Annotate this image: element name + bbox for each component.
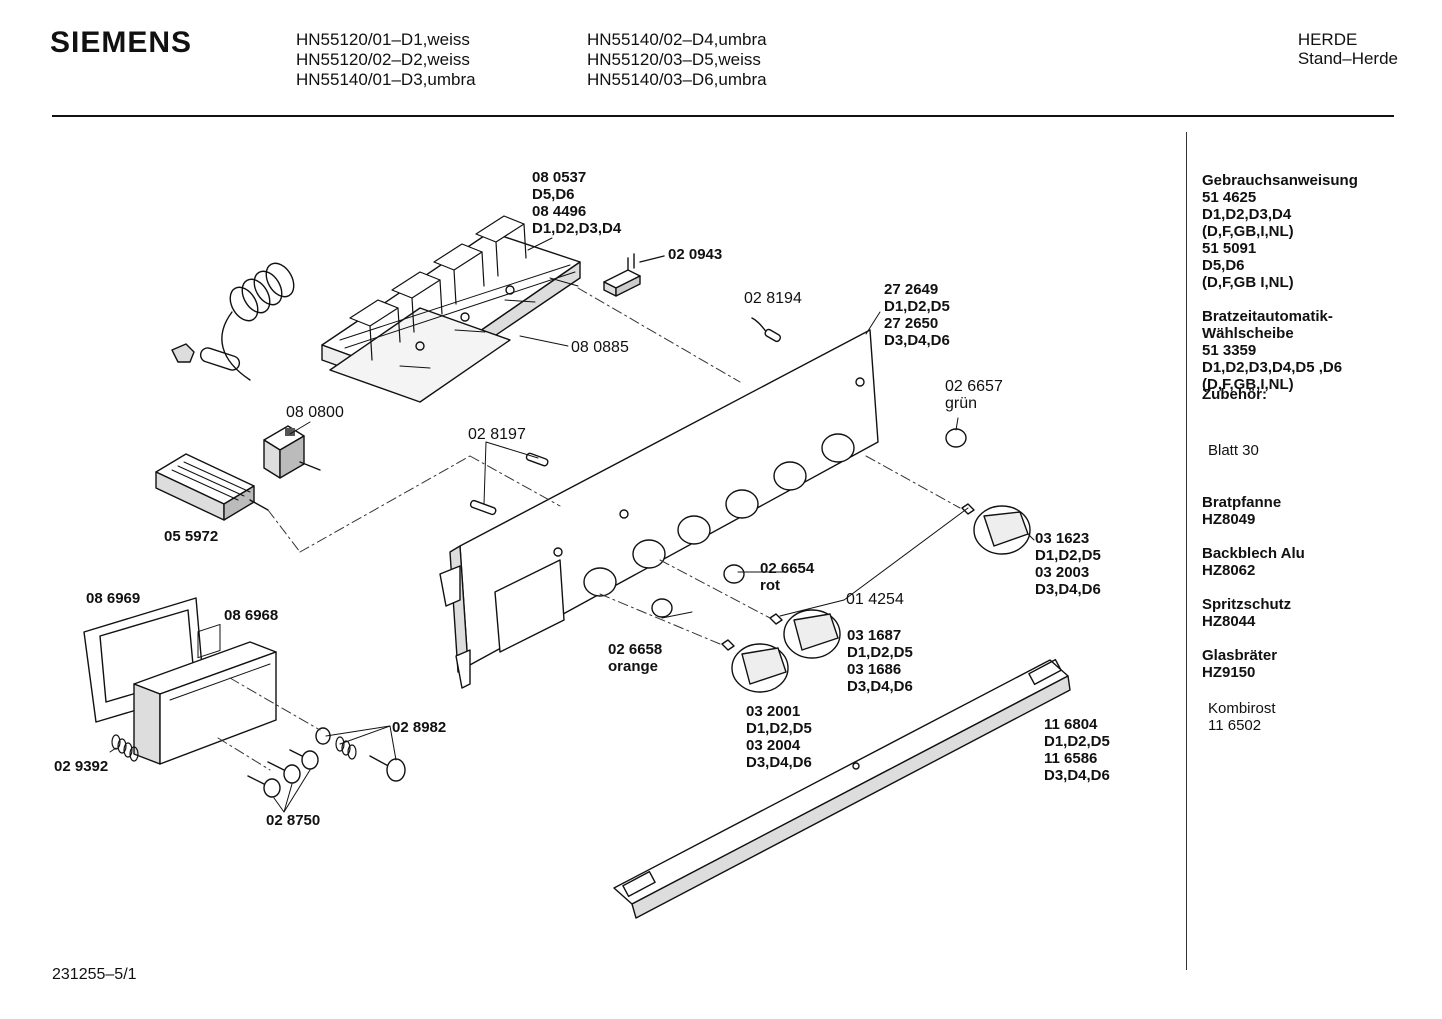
header-divider [52, 115, 1394, 117]
part-label: 02 0943 [668, 246, 723, 263]
part-label: 08 0885 [571, 339, 629, 356]
display-module-drawing [133, 623, 277, 765]
indicator-cap-drawing [945, 428, 967, 448]
category-title: HERDE [1297, 30, 1358, 49]
accessories-title: Zubehör: [1202, 386, 1267, 403]
part-label: 08 6968 [224, 607, 279, 624]
manual-section: Gebrauchsanweisung 51 4625 D1,D2,D3,D4 (… [1202, 172, 1422, 291]
rail-drawing [613, 658, 1071, 919]
manual-title: Gebrauchsanweisung [1202, 172, 1358, 189]
timer-line: 51 3359 [1202, 342, 1257, 359]
category-subtitle: Stand–Herde [1297, 49, 1398, 68]
model-item: HN55120/01–D1,weiss [296, 30, 470, 49]
manual-line: D1,D2,D3,D4 [1202, 206, 1292, 223]
push-button-drawing [247, 775, 281, 798]
indicator-cap-drawing [723, 564, 745, 584]
assembly-lines [217, 287, 961, 771]
push-button-drawing [369, 755, 406, 782]
pin-drawing [721, 639, 735, 651]
drawing-code: 231255–5/1 [52, 966, 137, 983]
small-switch-drawing [603, 253, 665, 297]
manual-line: (D,F,GB I,NL) [1202, 274, 1294, 291]
lamp-drawing [764, 328, 782, 343]
lamp-drawing [525, 452, 549, 467]
part-label: 02 8750 [266, 812, 321, 829]
accessories-ref: Blatt 30 [1208, 442, 1259, 459]
timer-title: Bratzeitautomatik- [1202, 308, 1333, 325]
part-label: 05 5972 [164, 528, 219, 545]
push-button-drawing [267, 761, 301, 784]
switch-block-drawing [321, 215, 581, 403]
knob-drawing [783, 609, 841, 659]
pin-drawing [769, 613, 783, 625]
spring-drawing [111, 734, 139, 762]
control-panel-drawing [439, 329, 879, 689]
part-label: 02 9392 [54, 758, 109, 775]
part-label: 02 8197 [468, 426, 526, 443]
manual-line: 51 5091 [1202, 240, 1257, 257]
timer-display-drawing [155, 453, 269, 521]
sidebar-divider [1186, 132, 1187, 970]
part-label: 01 4254 [846, 591, 904, 608]
push-button-drawing [289, 749, 319, 770]
model-item: HN55140/02–D4,umbra [587, 30, 767, 49]
timer-line: (D,F,GB,I,NL) [1202, 376, 1294, 393]
indicator-cap-drawing [651, 598, 673, 618]
model-item: HN55120/02–D2,weiss [296, 50, 470, 69]
part-label: 08 6969 [86, 590, 141, 607]
lamp-drawing [469, 499, 497, 516]
part-label: 08 0800 [286, 404, 344, 421]
accessories-section: Zubehör: [1202, 386, 1422, 403]
relay-drawing [263, 425, 321, 479]
part-label: 02 8982 [392, 719, 447, 736]
timer-title: Wählscheibe [1202, 325, 1294, 342]
ring-drawing [315, 727, 331, 745]
model-item: HN55140/01–D3,umbra [296, 70, 476, 89]
manual-line: (D,F,GB,I,NL) [1202, 223, 1294, 240]
category-block: HERDE Stand–Herde [1298, 30, 1398, 68]
spring-drawing [335, 736, 357, 760]
timer-line: D1,D2,D3,D4,D5 ,D6 [1202, 359, 1343, 376]
coil-drawing [171, 262, 295, 381]
part-label: 02 8194 [744, 290, 802, 307]
model-item: HN55140/03–D6,umbra [587, 70, 767, 89]
manual-line: 51 4625 [1202, 189, 1257, 206]
model-item: HN55120/03–D5,weiss [587, 50, 761, 69]
pin-drawing [961, 503, 975, 515]
model-list-2: HN55140/02–D4,umbra HN55120/03–D5,weiss … [587, 30, 767, 90]
knob-drawing [731, 643, 789, 693]
model-list-1: HN55120/01–D1,weiss HN55120/02–D2,weiss … [296, 30, 476, 90]
knob-drawing [973, 505, 1031, 555]
timer-section: Bratzeitautomatik- Wählscheibe 51 3359 D… [1202, 308, 1422, 393]
leader-lines [109, 237, 1035, 813]
brand-logo: SIEMENS [50, 26, 193, 59]
manual-line: D5,D6 [1202, 257, 1245, 274]
